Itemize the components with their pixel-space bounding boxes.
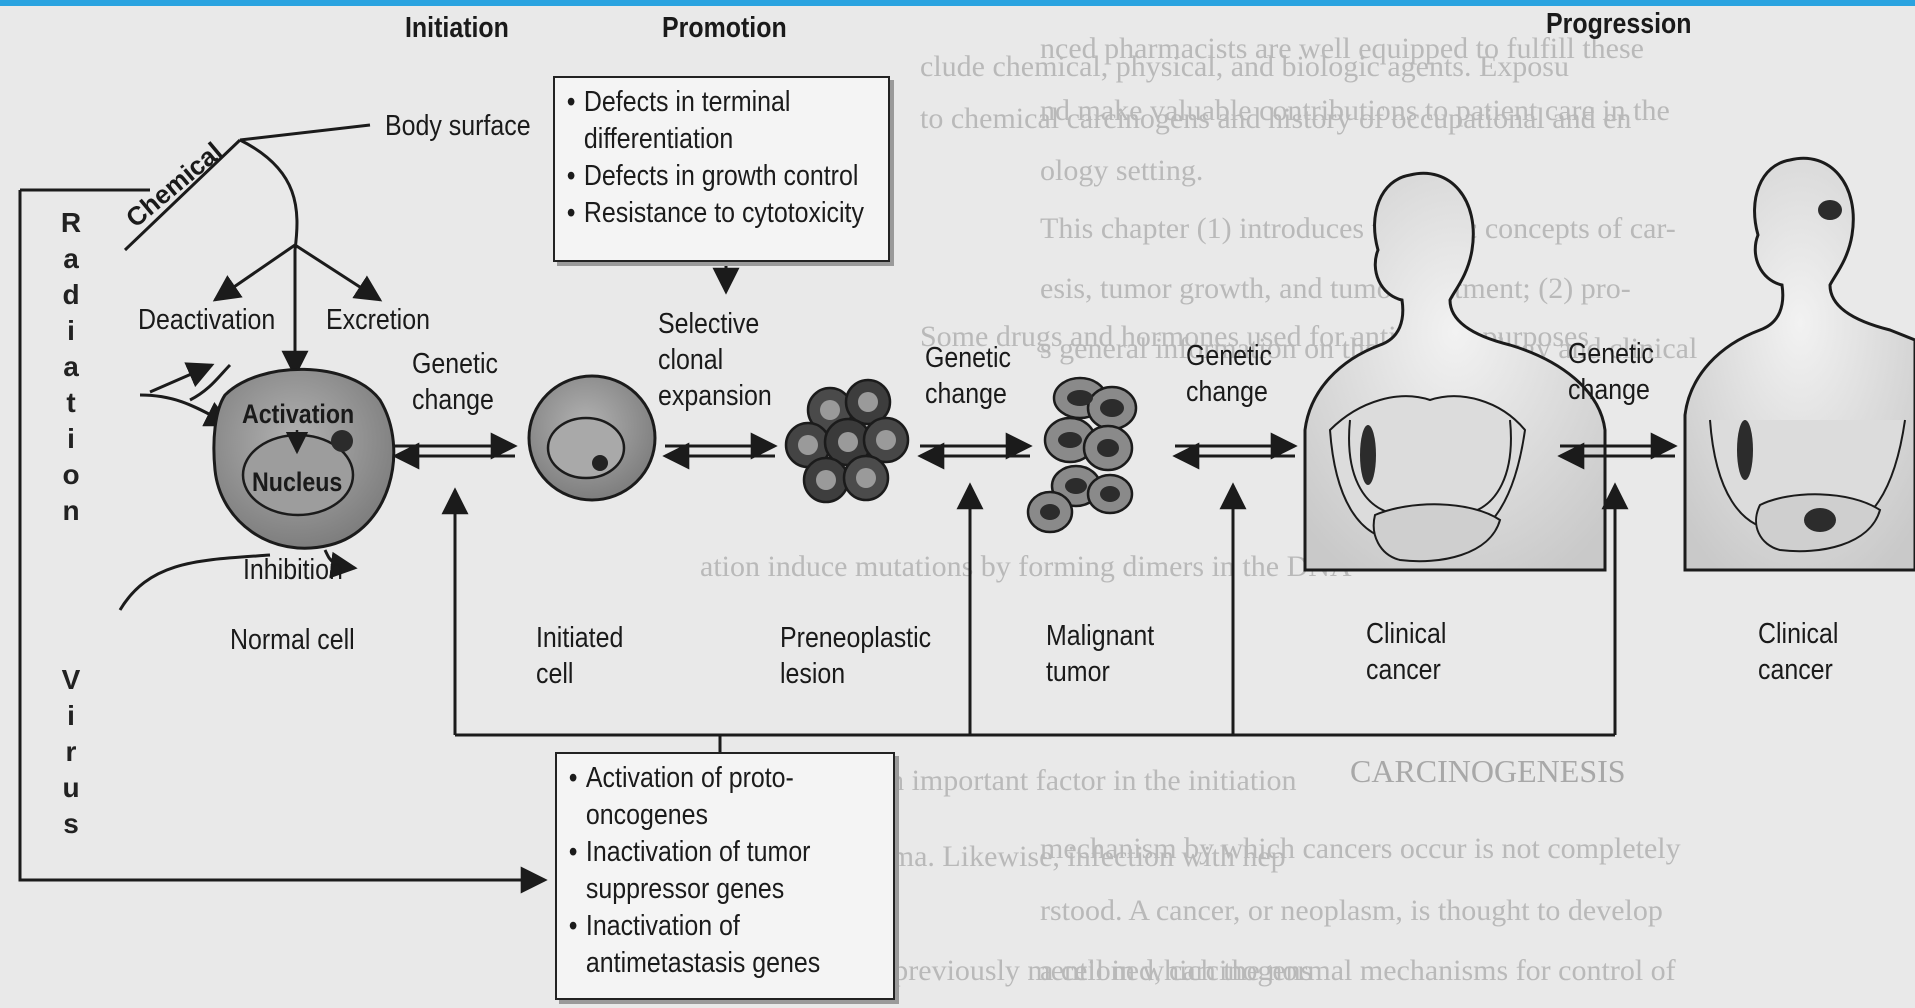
malignant-tumor-shape (1028, 378, 1136, 532)
clinical-cancer-label-1: Clinical cancer (1366, 616, 1446, 688)
genetic-item: Activation of proto-oncogenes (567, 760, 882, 834)
header-promotion: Promotion (662, 10, 787, 46)
promotion-item: Defects in terminal differentiation (565, 84, 877, 158)
body-surface-label: Body surface (385, 108, 531, 144)
genetic-item: Inactivation of antimetastasis genes (567, 908, 882, 982)
selective-clonal-expansion-label: Selective clonal expansion (658, 306, 772, 414)
normal-cell-label: Normal cell (230, 622, 355, 658)
genetic-change-label-2: Genetic change (925, 340, 1011, 412)
genetic-change-label-4: Genetic change (1568, 336, 1654, 408)
nucleus-label: Nucleus (252, 464, 342, 500)
initiated-cell-label: Initiated cell (536, 620, 623, 692)
clinical-cancer-label-2: Clinical cancer (1758, 616, 1838, 688)
genetic-change-label-1: Genetic change (412, 346, 498, 418)
deactivation-label: Deactivation (138, 302, 275, 338)
activation-label: Activation (242, 396, 354, 432)
preneoplastic-lesion-label: Preneoplastic lesion (780, 620, 931, 692)
initiated-cell-shape (529, 376, 655, 500)
promotion-item: Resistance to cytotoxicity (565, 195, 877, 232)
torso-figure-1 (1305, 173, 1605, 570)
inhibition-label: Inhibition (243, 552, 343, 588)
torso-figure-2 (1685, 158, 1915, 570)
preneoplastic-lesion-shape (786, 380, 908, 502)
genetic-change-label-3: Genetic change (1186, 338, 1272, 410)
malignant-tumor-label: Malignant tumor (1046, 618, 1154, 690)
radiation-label: R a d i a t i o n (58, 205, 84, 529)
promotion-effects-box: Defects in terminal differentiation Defe… (553, 76, 890, 262)
header-initiation: Initiation (405, 10, 509, 46)
genetic-change-box: Activation of proto-oncogenes Inactivati… (555, 752, 895, 1000)
excretion-label: Excretion (326, 302, 430, 338)
genetic-item: Inactivation of tumor suppressor genes (567, 834, 882, 908)
header-progression: Progression (1546, 6, 1692, 42)
promotion-item: Defects in growth control (565, 158, 877, 195)
virus-label: V i r u s (58, 662, 84, 842)
